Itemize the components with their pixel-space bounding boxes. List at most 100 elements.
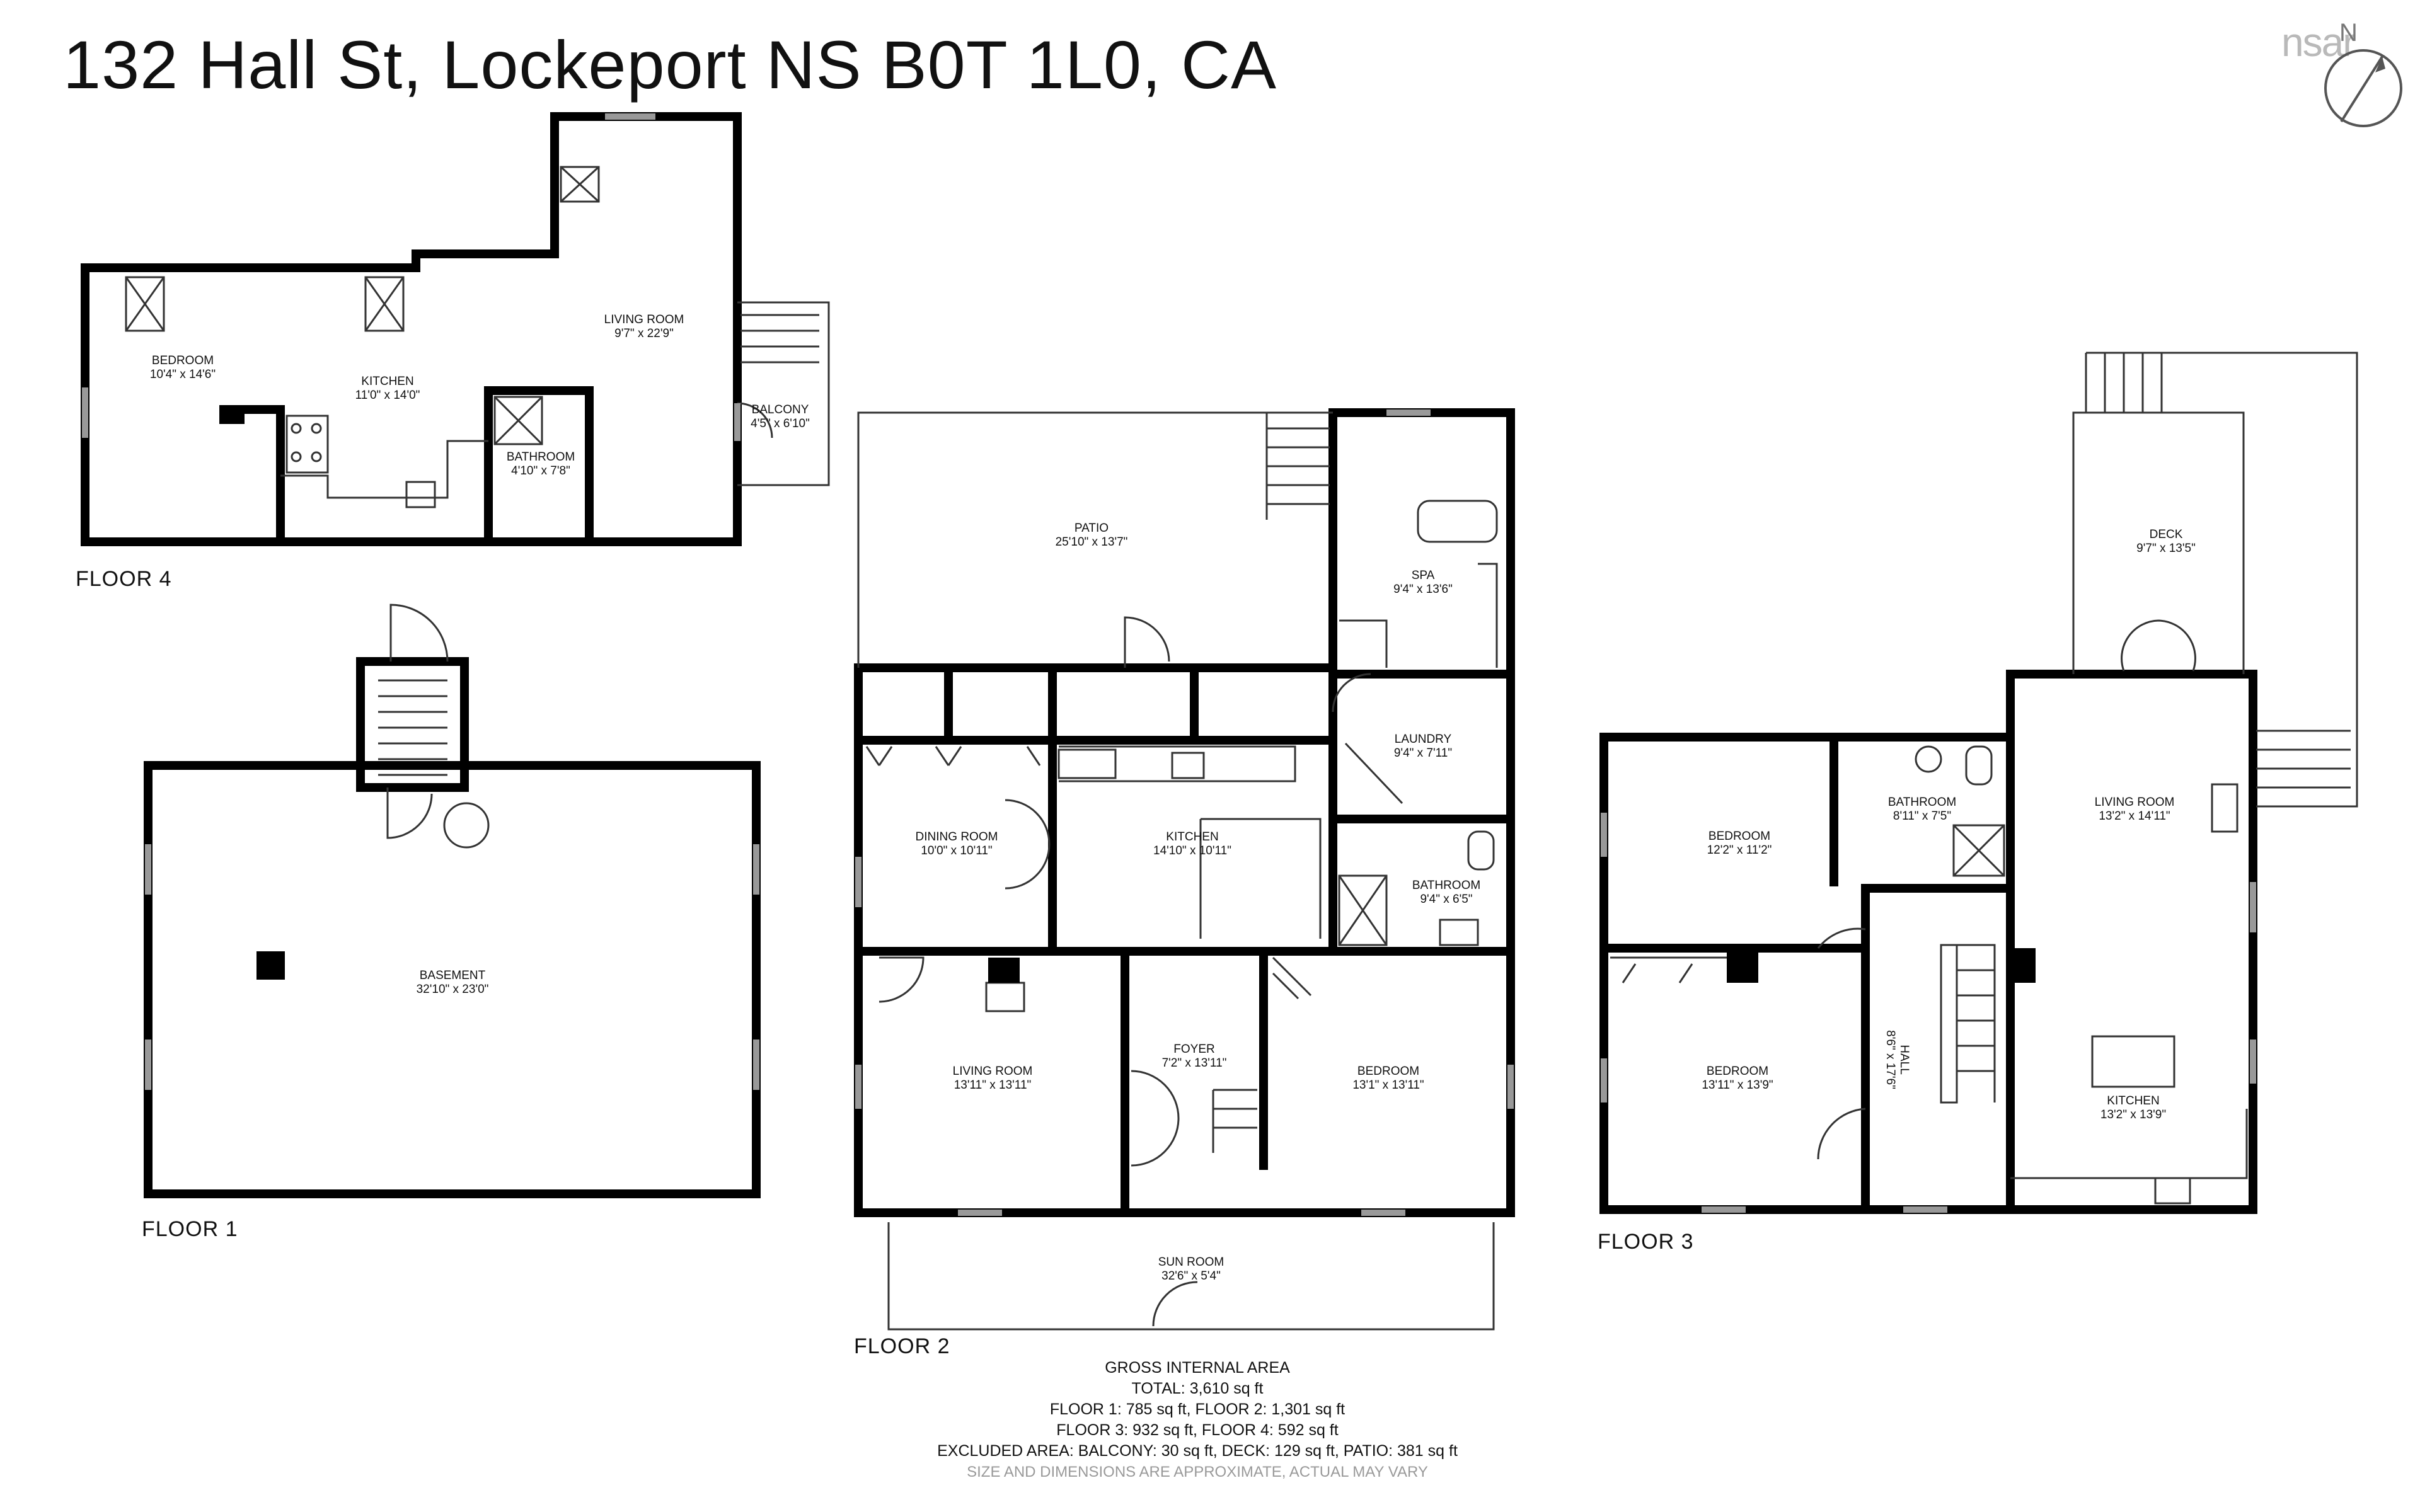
floor2-laundry: LAUNDRY 9'4" x 7'11" (1394, 733, 1452, 760)
kitchen2-sink (1171, 752, 1205, 779)
floor3-shower (1952, 824, 2005, 877)
living2-door (879, 956, 925, 1003)
room-name: BATHROOM (1887, 796, 1957, 809)
foyer-door (1131, 1070, 1180, 1167)
floor3-bedroom-1: BEDROOM 12'2" x 11'2" (1707, 830, 1772, 857)
floor4-walls (81, 112, 742, 546)
room-name: LAUNDRY (1394, 733, 1452, 746)
room-name: PATIO (1074, 522, 1109, 535)
floor2-living-room: LIVING ROOM 13'11" x 13'11" (953, 1065, 1033, 1092)
deck-stairs (2085, 353, 2351, 789)
summary-floors-1-2: FLOOR 1: 785 sq ft, FLOOR 2: 1,301 sq ft (1049, 1400, 1345, 1418)
room-name: SPA (1411, 569, 1435, 582)
laundry-door (1344, 742, 1403, 805)
balcony-outline (737, 301, 830, 486)
room-dimensions: 7'2" x 13'11" (1161, 1057, 1227, 1070)
room-name: BEDROOM (1357, 1065, 1420, 1078)
summary-excluded: EXCLUDED AREA: BALCONY: 30 sq ft, DECK: … (937, 1442, 1458, 1460)
room-name: LIVING ROOM (604, 313, 684, 326)
floor1-bottom-door (386, 788, 433, 839)
kitchen2-counter (1059, 745, 1322, 939)
floor3-windows (1601, 813, 2256, 1213)
room-name: LIVING ROOM (2094, 796, 2175, 809)
deck-stairs-outline (2086, 352, 2358, 808)
sunroom-door (1152, 1281, 1198, 1327)
room-name: BALCONY (751, 403, 809, 416)
floor3-walls (1599, 670, 2257, 1214)
room-dimensions: 9'4" x 6'5" (1420, 893, 1473, 906)
floor2-windows (855, 410, 1514, 1216)
floor2-bedroom: BEDROOM 13'1" x 13'11" (1352, 1065, 1424, 1092)
floor4-chimney (219, 406, 245, 424)
deck-outline (2072, 411, 2245, 674)
floor3-toilet (1965, 745, 1993, 786)
floor1-windows (145, 844, 759, 1090)
room-dimensions: 13'1" x 13'11" (1352, 1079, 1424, 1092)
floor3-bath-sink (1915, 745, 1942, 773)
kitchen-island (2091, 1035, 2175, 1088)
room-name: BATHROOM (506, 450, 575, 464)
floor4-bathroom: BATHROOM 4'10" x 7'8" (507, 450, 575, 478)
room-dimensions: 25'10" x 13'7" (1055, 536, 1128, 549)
room-dimensions: 13'11" x 13'11" (954, 1079, 1032, 1092)
room-name: SUN ROOM (1158, 1256, 1224, 1269)
room-name: BEDROOM (151, 354, 214, 367)
room-name: KITCHEN (361, 375, 414, 388)
room-dimensions: 13'2" x 13'9" (2100, 1108, 2167, 1121)
floor4-living-room: LIVING ROOM 9'7" x 22'9" (604, 313, 684, 341)
room-name: LIVING ROOM (952, 1065, 1033, 1078)
patio-outline (857, 411, 1333, 668)
compass-icon (2324, 49, 2402, 127)
floor2-walls (854, 408, 1515, 1217)
floor2-inner-walls (854, 408, 1515, 1217)
patio-door (1124, 616, 1170, 668)
compass-north-label: N (2339, 19, 2358, 47)
balcony-door (737, 402, 773, 438)
floor2-chimney (988, 958, 1020, 983)
room-dimensions: 12'2" x 11'2" (1707, 844, 1772, 857)
bedroom2-stairs (1272, 956, 1312, 1000)
room-name: KITCHEN (1166, 830, 1219, 844)
kitchen3-counter (2010, 1109, 2248, 1179)
room-dimensions: 9'4" x 7'11" (1393, 747, 1453, 760)
floor2-toilet (1467, 830, 1495, 871)
floor3-bathroom: BATHROOM 8'11" x 7'5" (1888, 796, 1956, 823)
balcony-stairs (740, 314, 819, 364)
bedroom4-door (1817, 1108, 1866, 1160)
summary-heading: GROSS INTERNAL AREA (1105, 1359, 1290, 1377)
kitchen2-stove (1057, 748, 1117, 779)
room-name: BEDROOM (1708, 830, 1771, 843)
shower (493, 396, 543, 445)
floor3-deck: DECK 9'7" x 13'5" (2136, 528, 2196, 556)
patio-stairs (1265, 413, 1330, 520)
floor2-sun-room: SUN ROOM 32'6" x 5'4" (1158, 1256, 1224, 1283)
floor4-kitchen: KITCHEN 11'0" x 14'0" (355, 375, 420, 403)
floor3-kitchen: KITCHEN 13'2" x 13'9" (2100, 1094, 2166, 1122)
room-dimensions: 10'4" x 14'6" (149, 368, 216, 381)
floor2-bathroom: BATHROOM 9'4" x 6'5" (1412, 879, 1480, 907)
kitchen3-sink (2154, 1177, 2191, 1205)
room-dimensions: 9'4" x 13'6" (1393, 583, 1453, 596)
floor2-dining-room: DINING ROOM 10'0" x 10'11" (916, 830, 998, 858)
skylight-1 (125, 276, 165, 332)
room-dimensions: 9'7" x 22'9" (614, 327, 674, 340)
room-dimensions: 32'6" x 5'4" (1161, 1269, 1221, 1283)
room-name: DECK (2149, 528, 2183, 541)
room-name: BATHROOM (1412, 879, 1481, 892)
floor4-windows (82, 113, 740, 441)
floor3-chimney-2 (2010, 948, 2036, 983)
floor1-label: FLOOR 1 (142, 1217, 238, 1241)
floor1-walls (144, 761, 761, 1198)
floor2-label: FLOOR 2 (854, 1334, 950, 1358)
kitchen-counter (280, 440, 488, 499)
brand-logo: nsar N (2281, 19, 2414, 127)
floor3-chimney (1727, 948, 1758, 983)
spa-counter (1339, 563, 1498, 668)
bathtub (1417, 500, 1498, 543)
skylight-2 (364, 276, 405, 332)
bedroom3-door (1817, 927, 1866, 949)
wardrobe-doors (865, 746, 1041, 766)
floor2-foyer: FOYER 7'2" x 13'11" (1162, 1043, 1227, 1070)
floor3-fireplace (2211, 783, 2238, 833)
